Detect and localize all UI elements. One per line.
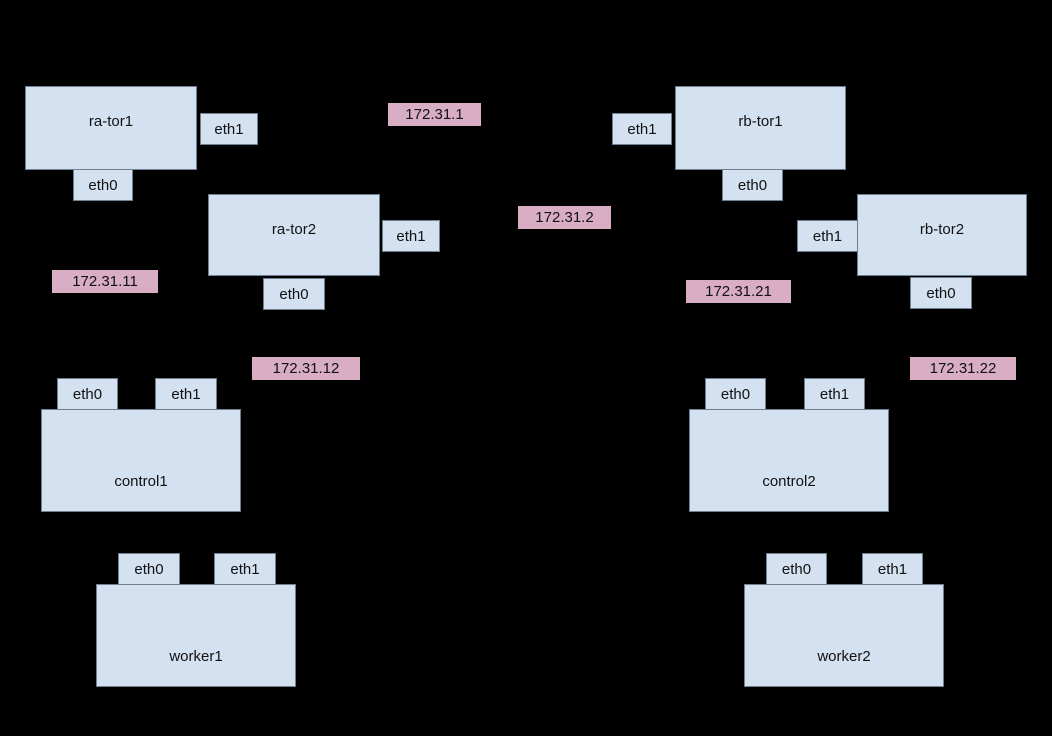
device-node-worker1[interactable]: worker1 xyxy=(96,584,296,687)
subnet-label-ip-172-31-11: 172.31.11 xyxy=(52,270,158,293)
port-ra-tor2-eth0[interactable]: eth0 xyxy=(263,278,325,310)
subnet-label-ip-172-31-21: 172.31.21 xyxy=(686,280,791,303)
device-node-ra-tor2[interactable]: ra-tor2 xyxy=(208,194,380,276)
port-rb-tor2-eth1[interactable]: eth1 xyxy=(797,220,858,252)
port-ra-tor2-eth1[interactable]: eth1 xyxy=(382,220,440,252)
port-control2-eth0[interactable]: eth0 xyxy=(705,378,766,410)
device-label: ra-tor2 xyxy=(271,221,317,238)
port-rb-tor2-eth0[interactable]: eth0 xyxy=(910,277,972,309)
port-ra-tor1-eth1[interactable]: eth1 xyxy=(200,113,258,145)
port-worker1-eth0[interactable]: eth0 xyxy=(118,553,180,585)
device-label: control1 xyxy=(114,473,168,490)
subnet-label-ip-172-31-2: 172.31.2 xyxy=(518,206,611,229)
device-label: worker1 xyxy=(169,648,223,665)
port-ra-tor1-eth0[interactable]: eth0 xyxy=(73,169,133,201)
port-rb-tor1-eth0[interactable]: eth0 xyxy=(722,169,783,201)
device-label: worker2 xyxy=(817,648,871,665)
port-control2-eth1[interactable]: eth1 xyxy=(804,378,865,410)
port-control1-eth0[interactable]: eth0 xyxy=(57,378,118,410)
device-label: rb-tor2 xyxy=(919,221,965,238)
port-worker1-eth1[interactable]: eth1 xyxy=(214,553,276,585)
device-node-ra-tor1[interactable]: ra-tor1 xyxy=(25,86,197,170)
device-node-control1[interactable]: control1 xyxy=(41,409,241,512)
device-node-control2[interactable]: control2 xyxy=(689,409,889,512)
port-rb-tor1-eth1[interactable]: eth1 xyxy=(612,113,672,145)
device-label: control2 xyxy=(762,473,816,490)
port-worker2-eth1[interactable]: eth1 xyxy=(862,553,923,585)
subnet-label-ip-172-31-1: 172.31.1 xyxy=(388,103,481,126)
port-control1-eth1[interactable]: eth1 xyxy=(155,378,217,410)
device-node-rb-tor1[interactable]: rb-tor1 xyxy=(675,86,846,170)
subnet-label-ip-172-31-22: 172.31.22 xyxy=(910,357,1016,380)
device-label: ra-tor1 xyxy=(88,113,134,130)
port-worker2-eth0[interactable]: eth0 xyxy=(766,553,827,585)
subnet-label-ip-172-31-12: 172.31.12 xyxy=(252,357,360,380)
device-label: rb-tor1 xyxy=(738,113,783,130)
device-node-rb-tor2[interactable]: rb-tor2 xyxy=(857,194,1027,276)
device-node-worker2[interactable]: worker2 xyxy=(744,584,944,687)
